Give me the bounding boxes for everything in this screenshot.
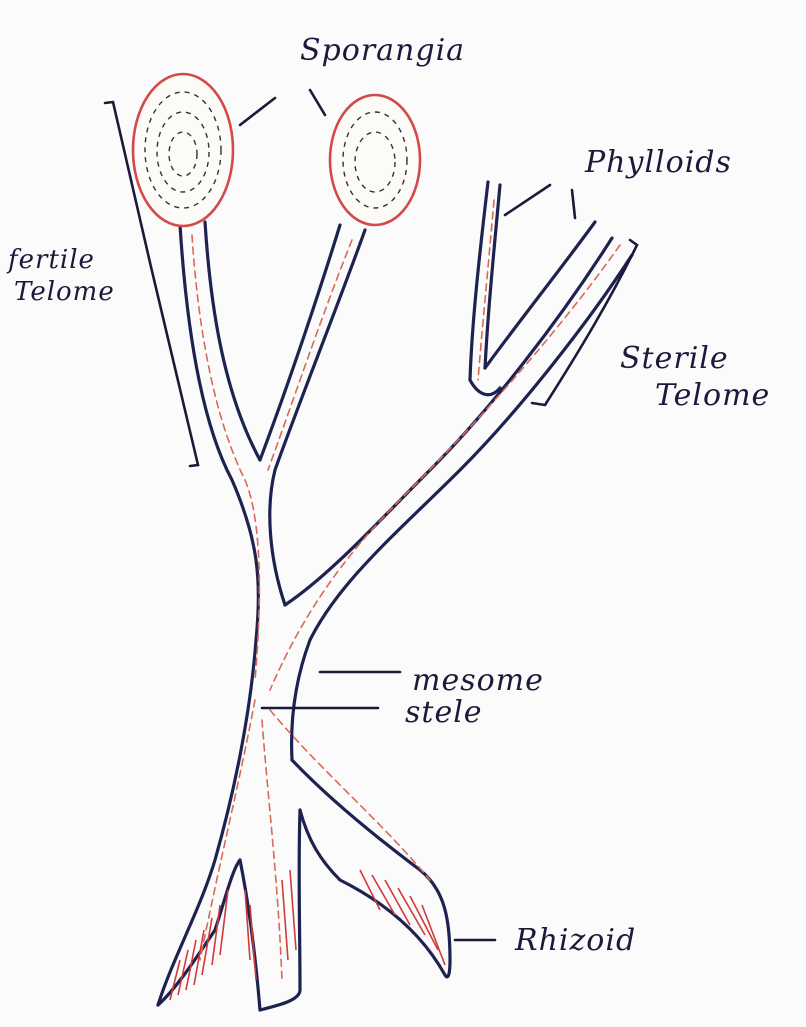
sterile-telome-label-line1: Sterile [620, 341, 729, 376]
sterile-telome-label-line2: Telome [655, 378, 770, 413]
fertile-branch-outline-left [158, 225, 258, 1005]
fertile-branch-outline-inner [205, 222, 260, 460]
stele-strand-right-fertile [268, 240, 352, 470]
fertile-branch-outline-right [260, 225, 340, 460]
rhizoid-outline-right [292, 760, 450, 977]
rhizoid-label: Rhizoid [514, 923, 636, 958]
sporangium-left [133, 74, 233, 226]
sporangia-label: Sporangia [300, 33, 465, 68]
phylloids-leader-right [572, 190, 575, 218]
phylloid-outline-base [470, 380, 500, 395]
sporangia-leader-left [240, 98, 275, 125]
stele-strand-sterile [270, 245, 620, 690]
phylloid-outline-fork [485, 222, 595, 368]
stele-label: stele [405, 695, 483, 730]
fertile-telome-label-line2: Telome [14, 277, 115, 307]
sporangia-leader-right [310, 90, 325, 115]
trunk-outline-right [285, 238, 612, 605]
sporangium-right [330, 95, 420, 225]
rhizoid-outline-left-inner [240, 860, 260, 1010]
phylloids-leader-left [505, 185, 550, 215]
mesome-label: mesome [412, 663, 544, 698]
phylloids-label: Phylloids [584, 145, 732, 180]
fertile-telome-label-line1: fertile [6, 245, 95, 275]
stele-strand-lower-mid [262, 720, 282, 980]
rhizoid-outline-left-outer [158, 860, 240, 1005]
stele-strand-lower-right [270, 710, 430, 880]
stele-strand-left [192, 235, 259, 680]
rhizoid-outline-middle [260, 810, 300, 1010]
